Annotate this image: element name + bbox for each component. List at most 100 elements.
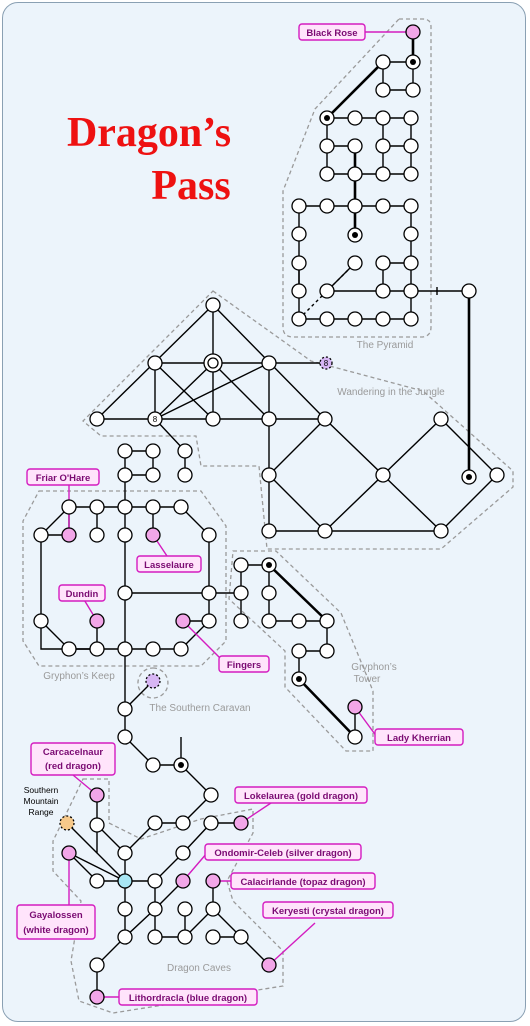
calacirlande-node[interactable] — [205, 873, 221, 889]
gayalossen-label[interactable]: Gayalossen (white dragon) — [16, 904, 96, 940]
map-node[interactable] — [319, 283, 335, 299]
map-node[interactable] — [117, 845, 133, 861]
black-rose-node[interactable] — [405, 24, 421, 40]
map-node[interactable] — [403, 311, 419, 327]
map-node[interactable] — [173, 641, 189, 657]
lithordracla-node[interactable] — [89, 989, 105, 1005]
map-node[interactable] — [291, 283, 307, 299]
map-node[interactable] — [147, 411, 163, 427]
map-node[interactable] — [347, 255, 363, 271]
map-node[interactable] — [291, 311, 307, 327]
black-rose-label[interactable]: Black Rose — [298, 23, 366, 41]
map-node[interactable] — [433, 523, 449, 539]
map-node[interactable] — [89, 527, 105, 543]
map-node[interactable] — [147, 873, 163, 889]
map-node[interactable] — [375, 311, 391, 327]
map-node[interactable] — [319, 166, 335, 182]
map-node[interactable] — [347, 198, 363, 214]
map-node[interactable] — [177, 443, 193, 459]
map-node[interactable] — [375, 283, 391, 299]
map-node[interactable] — [433, 411, 449, 427]
map-node[interactable] — [145, 499, 161, 515]
map-node[interactable] — [89, 411, 105, 427]
map-node[interactable] — [201, 613, 217, 629]
map-node[interactable] — [175, 845, 191, 861]
map-node[interactable] — [205, 901, 221, 917]
carcacelnaur-node[interactable] — [89, 787, 105, 803]
ondomir-node[interactable] — [175, 873, 191, 889]
map-node[interactable] — [261, 585, 277, 601]
ondomir-label[interactable]: Ondomir-Celeb (silver dragon) — [204, 843, 362, 861]
map-node[interactable] — [61, 641, 77, 657]
map-node[interactable] — [291, 226, 307, 242]
jungle-exit-node[interactable] — [319, 356, 333, 370]
map-node[interactable] — [403, 198, 419, 214]
map-node[interactable] — [145, 443, 161, 459]
mountain-node[interactable] — [59, 815, 75, 831]
map-node[interactable] — [89, 817, 105, 833]
lokelaurea-label[interactable]: Lokelaurea (gold dragon) — [234, 786, 368, 804]
map-node[interactable] — [117, 585, 133, 601]
map-node[interactable] — [145, 467, 161, 483]
map-node[interactable] — [261, 613, 277, 629]
fingers-label[interactable]: Fingers — [218, 655, 270, 673]
map-node[interactable] — [233, 585, 249, 601]
map-node[interactable] — [403, 166, 419, 182]
map-node[interactable] — [291, 643, 307, 659]
map-node[interactable] — [117, 467, 133, 483]
map-node[interactable] — [261, 523, 277, 539]
map-node[interactable] — [261, 411, 277, 427]
map-node[interactable] — [201, 585, 217, 601]
map-node[interactable] — [117, 499, 133, 515]
start-node[interactable] — [117, 873, 133, 889]
gayalossen-node[interactable] — [61, 845, 77, 861]
friar-node[interactable] — [61, 527, 77, 543]
map-node[interactable] — [233, 929, 249, 945]
map-node[interactable] — [89, 499, 105, 515]
lasselaure-node[interactable] — [145, 527, 161, 543]
map-node[interactable] — [261, 355, 277, 371]
map-node[interactable] — [347, 138, 363, 154]
map-node[interactable] — [117, 641, 133, 657]
map-node[interactable] — [375, 110, 391, 126]
map-node[interactable] — [145, 641, 161, 657]
map-node[interactable] — [89, 957, 105, 973]
map-node[interactable] — [117, 901, 133, 917]
map-node[interactable] — [147, 815, 163, 831]
map-node[interactable] — [203, 787, 219, 803]
lady-node[interactable] — [347, 699, 363, 715]
dundin-label[interactable]: Dundin — [58, 584, 106, 602]
calacirlande-label[interactable]: Calacirlande (topaz dragon) — [230, 872, 376, 890]
fingers-node[interactable] — [175, 613, 191, 629]
map-node[interactable] — [205, 411, 221, 427]
map-node[interactable] — [173, 499, 189, 515]
map-node[interactable] — [403, 110, 419, 126]
map-node[interactable] — [233, 557, 249, 573]
map-node[interactable] — [61, 499, 77, 515]
map-node[interactable] — [347, 166, 363, 182]
map-node[interactable] — [177, 929, 193, 945]
lasselaure-label[interactable]: Lasselaure — [136, 555, 202, 573]
map-node[interactable] — [403, 138, 419, 154]
map-node[interactable] — [319, 311, 335, 327]
lady-label[interactable]: Lady Kherrian — [374, 728, 464, 746]
map-node[interactable] — [375, 255, 391, 271]
map-node[interactable] — [375, 198, 391, 214]
keryesti-label[interactable]: Keryesti (crystal dragon) — [262, 901, 394, 919]
map-node[interactable] — [147, 929, 163, 945]
map-node[interactable] — [145, 757, 161, 773]
map-node[interactable] — [291, 255, 307, 271]
carcacelnaur-label[interactable]: Carcacelnaur (red dragon) — [30, 742, 116, 776]
map-node[interactable] — [205, 929, 221, 945]
map-node[interactable] — [117, 527, 133, 543]
map-node[interactable] — [403, 226, 419, 242]
map-node[interactable] — [375, 138, 391, 154]
map-node[interactable] — [291, 198, 307, 214]
map-node[interactable] — [347, 311, 363, 327]
map-node[interactable] — [461, 283, 477, 299]
map-node[interactable] — [205, 297, 221, 313]
map-node[interactable] — [319, 198, 335, 214]
map-node[interactable] — [147, 355, 163, 371]
map-node[interactable] — [33, 613, 49, 629]
map-node[interactable] — [89, 873, 105, 889]
